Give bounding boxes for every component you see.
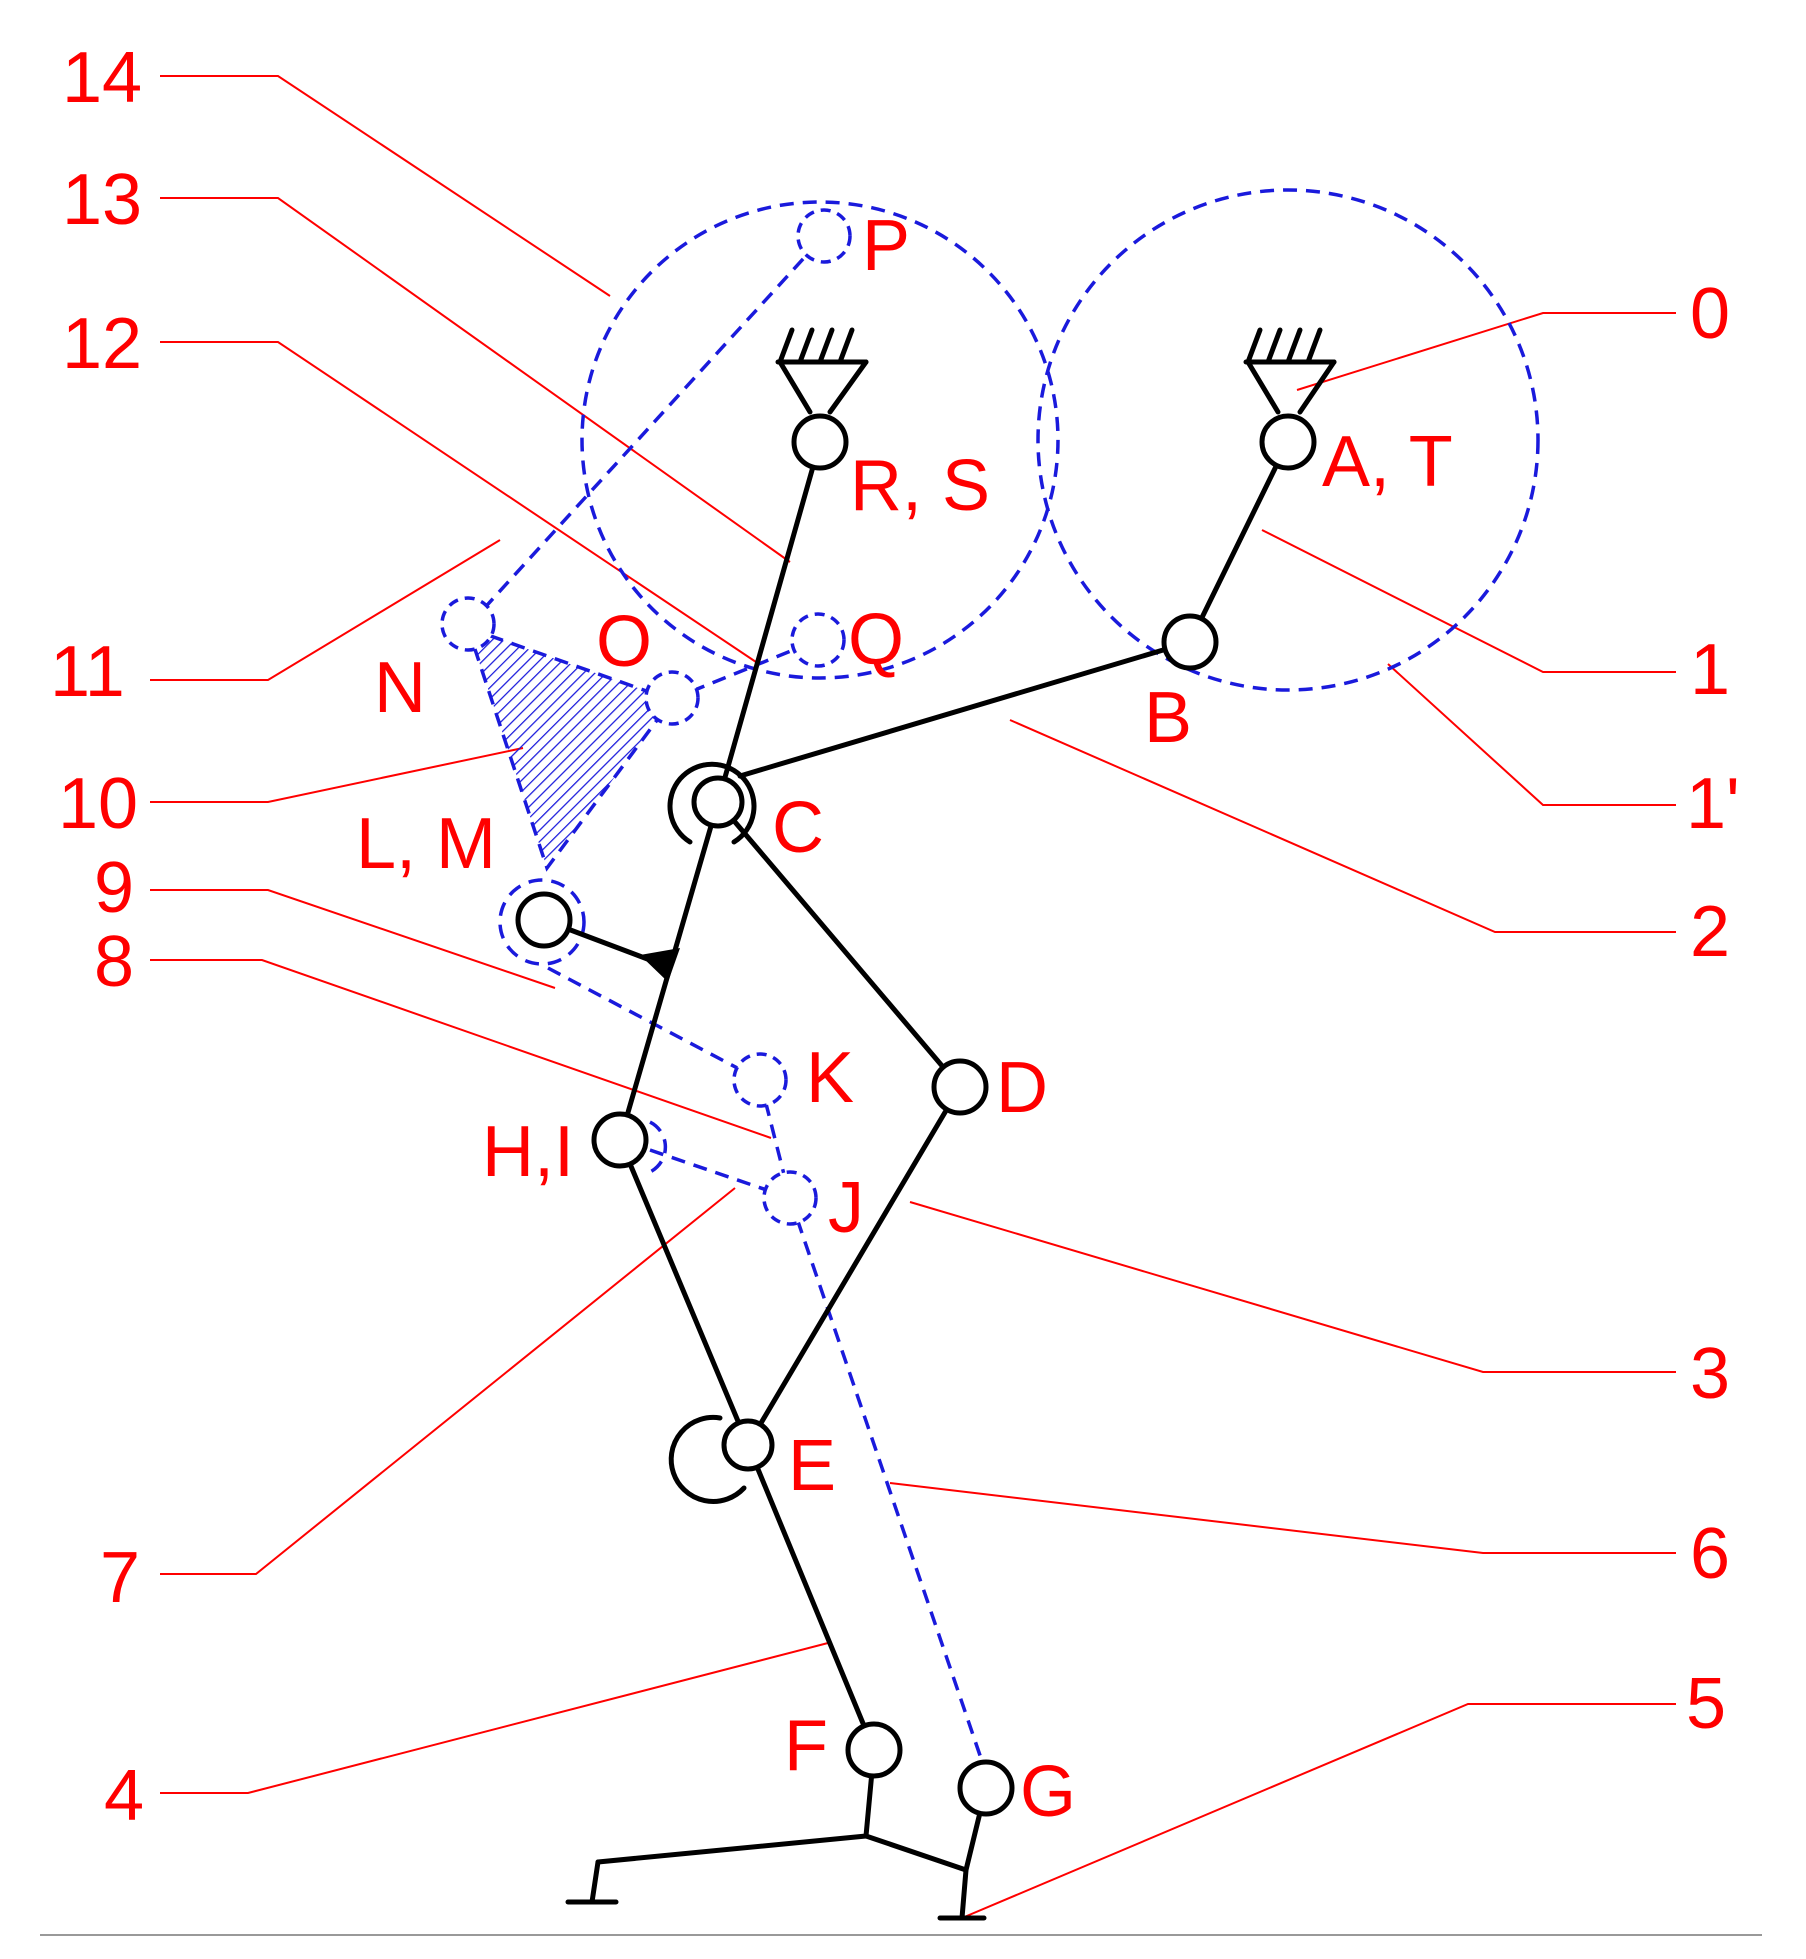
joint-circle-F [845, 1721, 903, 1779]
joint-circle-D [931, 1058, 989, 1116]
leader-4 [160, 1642, 829, 1794]
part-number-9: 9 [94, 848, 134, 928]
joint-label-K: K [806, 1038, 854, 1118]
joint-label-G: G [1020, 1752, 1076, 1832]
joint-circle-AT [1259, 413, 1317, 471]
joint-circle-HI [591, 1111, 649, 1169]
joint-circle-P [796, 208, 852, 264]
leader-12 [160, 341, 757, 663]
joint-label-D: D [996, 1048, 1048, 1128]
foot-sole [595, 1833, 969, 1873]
joint-HI-arc [649, 1120, 668, 1174]
leader-2 [1009, 719, 1676, 933]
joint-label-LM: L, M [356, 804, 496, 884]
leader-3 [909, 1201, 1676, 1373]
leader-13 [160, 197, 791, 563]
part-number-12: 12 [62, 304, 142, 384]
part-number-10: 10 [58, 764, 138, 844]
joint-circle-RS [791, 413, 849, 471]
link-E-F [745, 1442, 877, 1753]
joint-circle-J [762, 1170, 818, 1226]
joint-C-bracket [667, 761, 757, 845]
leader-10 [150, 747, 524, 803]
hatched-triangle-icon [465, 625, 675, 872]
link-HI-E [617, 1137, 751, 1448]
joint-circle-E [721, 1418, 775, 1472]
joint-label-C: C [772, 788, 824, 868]
part-number-2: 2 [1690, 892, 1730, 972]
part-number-7: 7 [100, 1538, 140, 1618]
joint-E-bracket [668, 1414, 747, 1504]
joint-LM-outer [498, 878, 586, 966]
joint-label-F: F [784, 1706, 828, 1786]
ground-support-icon [1243, 327, 1337, 415]
mechanism [515, 327, 1337, 1921]
joint-label-O: O [596, 602, 652, 682]
joint-label-RS: R, S [850, 446, 990, 526]
ground-support-icon [775, 327, 869, 415]
part-number-1prime: 1' [1686, 764, 1740, 844]
pitch-circle-14 [580, 200, 1060, 680]
joint-circle-B [1161, 613, 1219, 671]
part-number-13: 13 [62, 160, 142, 240]
leader-5 [961, 1703, 1676, 1919]
joint-label-E: E [788, 1426, 836, 1506]
foot-toe [959, 1867, 969, 1921]
joint-label-B: B [1144, 678, 1192, 758]
weld-mark [640, 948, 680, 982]
leader-6 [889, 1482, 1676, 1554]
link-B-C [737, 639, 1193, 779]
part-number-8: 8 [94, 922, 134, 1002]
joint-label-Q: Q [848, 600, 904, 680]
joint-circle-O [644, 670, 700, 726]
joint-label-HI: H,I [482, 1112, 574, 1192]
joint-labels: P R, S A, T Q O N B C L, M K D H,I J E F… [356, 206, 1453, 1832]
link-A-B [1187, 439, 1291, 645]
leader-9 [150, 889, 556, 989]
leader-14 [160, 75, 611, 297]
part-number-4: 4 [104, 1756, 144, 1836]
part-number-6: 6 [1690, 1514, 1730, 1594]
dashed-linkage [440, 188, 1540, 1774]
joint-label-J: J [828, 1168, 864, 1248]
link-C-D [715, 799, 963, 1090]
link-RS-C [715, 439, 823, 805]
part-number-14: 14 [62, 38, 142, 118]
part-number-11: 11 [50, 632, 125, 712]
joint-label-P: P [862, 206, 910, 286]
link-J-G [788, 1197, 988, 1774]
leader-8 [150, 959, 772, 1139]
joint-circle-G [957, 1759, 1015, 1817]
joint-circle-LM [515, 891, 573, 949]
joint-circle-K [732, 1052, 788, 1108]
part-number-5: 5 [1686, 1664, 1726, 1744]
pitch-circle-1prime [1036, 188, 1540, 692]
joint-label-N: N [374, 648, 426, 728]
leader-1 [1261, 529, 1676, 673]
foot-heel [589, 1859, 601, 1905]
leader-0 [1296, 312, 1676, 391]
leader-1prime [1387, 663, 1676, 806]
part-number-0: 0 [1690, 274, 1730, 354]
part-numbers: 14 13 12 11 10 9 8 7 4 0 1 1' 2 3 6 5 [50, 38, 1740, 1836]
link-D-E [745, 1084, 963, 1448]
joint-circle-C [691, 775, 745, 829]
leader-7 [160, 1187, 736, 1575]
joint-circle-N [440, 596, 496, 652]
link-N-P [466, 234, 826, 628]
part-number-3: 3 [1690, 1334, 1730, 1414]
leader-lines [150, 75, 1676, 1919]
part-number-1: 1 [1690, 630, 1730, 710]
joint-label-AT: A, T [1322, 422, 1453, 502]
joint-circle-Q [790, 612, 846, 668]
leader-11 [150, 539, 501, 681]
